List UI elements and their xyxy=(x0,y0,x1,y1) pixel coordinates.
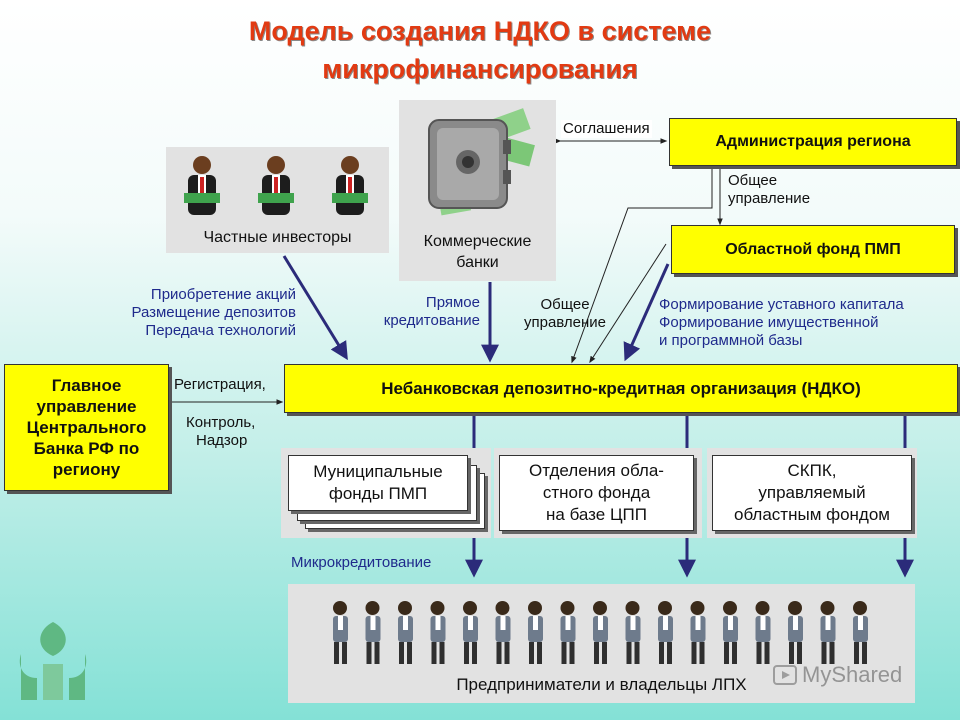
investor-action-2: Размещение депозитов xyxy=(131,304,296,321)
microcredit-label: Микрокредитование xyxy=(291,554,432,571)
entrepreneur-figure xyxy=(463,601,478,664)
entrepreneur-figure xyxy=(820,601,836,664)
entrepreneur-figure xyxy=(853,601,868,664)
page-title-line2: микрофинансирования xyxy=(322,54,638,84)
entrepreneur-figure xyxy=(788,601,803,664)
central-bank-line-2: управление xyxy=(36,397,137,416)
arrow-investors-ndko xyxy=(282,255,348,361)
skpk-line-1: СКПК, xyxy=(787,461,837,480)
entrepreneur-figure-icon xyxy=(333,601,868,664)
entrepreneur-figure xyxy=(593,601,608,664)
supervision-label: Надзор xyxy=(196,432,248,449)
banks-label-1: Коммерческие xyxy=(423,233,532,250)
municipal-line-2: фонды ПМП xyxy=(328,484,428,503)
general-mgmt-label-1b: управление xyxy=(728,190,811,207)
central-bank-line-3: Центрального xyxy=(26,418,147,437)
safe-icon xyxy=(428,108,535,216)
entrepreneur-figure xyxy=(398,601,413,664)
branch-line-2: стного фонда xyxy=(542,483,651,502)
skpk-line-3: областным фондом xyxy=(734,505,890,524)
watermark-text: MyShared xyxy=(802,662,903,687)
banks-label-2: банки xyxy=(456,254,499,271)
entrepreneur-figure xyxy=(495,601,511,664)
formation-label-2: Формирование имущественной xyxy=(659,314,879,331)
direct-lending-2: кредитование xyxy=(383,312,480,329)
general-mgmt-label-2a: Общее xyxy=(540,296,590,313)
entrepreneur-figure xyxy=(625,601,641,664)
central-bank-line-5: региону xyxy=(52,460,121,479)
agreements-label: Соглашения xyxy=(561,120,652,138)
municipal-line-1: Муниципальные xyxy=(313,462,443,481)
central-bank-line-1: Главное xyxy=(51,376,122,395)
watermark-play-icon xyxy=(773,665,797,685)
entrepreneur-figure xyxy=(690,601,706,664)
entrepreneur-figure xyxy=(560,601,576,664)
formation-label-1: Формирование уставного капитала xyxy=(659,296,904,313)
general-mgmt-label-1a: Общее xyxy=(728,172,778,189)
entrepreneur-figure xyxy=(430,601,446,664)
direct-lending-1: Прямое xyxy=(425,294,480,311)
arrow-admin-ndko xyxy=(571,166,713,364)
investor-action-1: Приобретение акций xyxy=(150,286,296,303)
entrepreneur-figure xyxy=(755,601,771,664)
logo-leaf-icon xyxy=(19,622,87,700)
page-title: Модель создания НДКО в системе xyxy=(248,16,712,46)
entrepreneur-figure xyxy=(365,601,381,664)
central-bank-box: Главное управление Центрального Банка РФ… xyxy=(4,364,169,491)
investors-panel: Частные инвесторы xyxy=(166,147,389,253)
entrepreneur-figure xyxy=(723,601,738,664)
entrepreneurs-label: Предприниматели и владельцы ЛПХ xyxy=(456,675,747,694)
investor-figure-icon xyxy=(184,156,368,215)
entrepreneur-figure xyxy=(658,601,673,664)
municipal-funds-box: Муниципальные фонды ПМП xyxy=(288,455,468,511)
regional-fund-box: Областной фонд ПМП xyxy=(671,225,955,274)
investors-label: Частные инвесторы xyxy=(203,229,352,246)
banks-panel: Коммерческие банки xyxy=(399,100,556,281)
arrow-fund-ndko-thin xyxy=(589,243,667,364)
skpk-line-2: управляемый xyxy=(758,483,866,502)
arrow-fund-ndko xyxy=(623,263,670,362)
skpk-box: СКПК, управляемый областным фондом xyxy=(712,455,912,531)
entrepreneurs-panel: Предприниматели и владельцы ЛПХ xyxy=(288,584,915,703)
formation-label-3: и программной базы xyxy=(659,332,803,349)
watermark: MyShared xyxy=(772,662,902,688)
control-label: Контроль, xyxy=(186,414,256,431)
region-admin-box: Администрация региона xyxy=(669,118,957,166)
entrepreneur-figure xyxy=(333,601,348,664)
general-mgmt-label-2b: управление xyxy=(523,314,607,331)
ndko-box: Небанковская депозитно-кредитная организ… xyxy=(284,364,958,413)
investor-action-3: Передача технологий xyxy=(145,322,296,339)
branch-box: Отделения обла- стного фонда на базе ЦПП xyxy=(499,455,694,531)
central-bank-line-4: Банка РФ по xyxy=(33,439,140,458)
entrepreneur-figure xyxy=(528,601,543,664)
branch-line-3: на базе ЦПП xyxy=(546,505,647,524)
registration-label: Регистрация, xyxy=(174,376,266,393)
branch-line-1: Отделения обла- xyxy=(529,461,664,480)
